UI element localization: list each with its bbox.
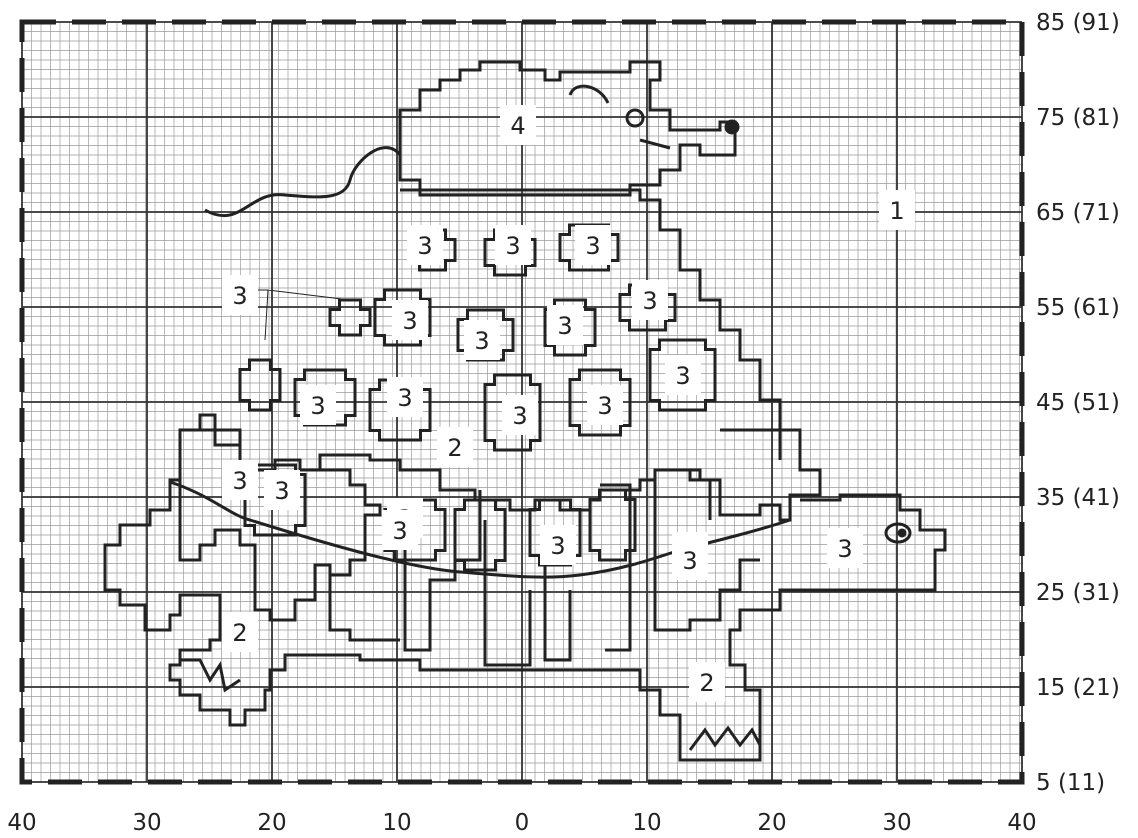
region-label: 2 <box>437 427 473 467</box>
region-label: 3 <box>587 385 623 425</box>
x-tick-label: 30 <box>132 810 161 836</box>
y-tick-label: 5 (11) <box>1036 770 1105 796</box>
y-tick-label: 65 (71) <box>1036 200 1120 226</box>
region-label-text: 3 <box>505 232 520 260</box>
region-label: 3 <box>672 540 708 580</box>
region-label-text: 3 <box>402 307 417 335</box>
head-mouth <box>640 140 670 148</box>
region-label-text: 3 <box>474 327 489 355</box>
region-label: 3 <box>547 305 583 345</box>
turtle-pupil <box>899 530 905 536</box>
region-label: 3 <box>382 510 418 550</box>
region-label-text: 3 <box>417 232 432 260</box>
y-tick-label: 85 (91) <box>1036 10 1120 36</box>
region-label-text: 3 <box>585 232 600 260</box>
head-nose <box>726 121 738 133</box>
region-label: 2 <box>689 662 725 702</box>
region-label: 2 <box>222 612 258 652</box>
region-label: 3 <box>575 225 611 265</box>
region-label-text: 3 <box>682 547 697 575</box>
region-label: 3 <box>387 377 423 417</box>
x-tick-label: 0 <box>515 810 530 836</box>
region-label-text: 1 <box>889 197 904 225</box>
region-label-text: 2 <box>699 669 714 697</box>
y-tick-label: 75 (81) <box>1036 105 1120 131</box>
region-label: 3 <box>464 320 500 360</box>
region-label-text: 3 <box>232 282 247 310</box>
y-axis-labels: 85 (91) 75 (81) 65 (71) 55 (61) 45 (51) 35 (4… <box>1036 10 1120 796</box>
x-axis-labels: 40 30 20 10 0 10 20 30 40 <box>7 810 1036 836</box>
x-tick-label: 40 <box>1007 810 1036 836</box>
x-tick-label: 10 <box>632 810 661 836</box>
region-label: 3 <box>495 225 531 265</box>
region-label-text: 3 <box>310 392 325 420</box>
region-label: 3 <box>665 355 701 395</box>
y-tick-label: 35 (41) <box>1036 485 1120 511</box>
x-tick-label: 20 <box>257 810 286 836</box>
region-label: 3 <box>300 385 336 425</box>
y-tick-label: 15 (21) <box>1036 675 1120 701</box>
y-tick-label: 25 (31) <box>1036 580 1120 606</box>
region-label-text: 3 <box>642 287 657 315</box>
region-label-text: 3 <box>550 532 565 560</box>
region-label-text: 3 <box>274 477 289 505</box>
region-label: 3 <box>502 395 538 435</box>
region-label-text: 2 <box>232 619 247 647</box>
head-eye <box>627 110 643 126</box>
x-tick-label: 10 <box>382 810 411 836</box>
y-tick-label: 55 (61) <box>1036 295 1120 321</box>
head-outline <box>400 62 735 195</box>
y-tick-label: 45 (51) <box>1036 390 1120 416</box>
region-label: 3 <box>407 225 443 265</box>
region-label: 4 <box>500 105 536 145</box>
region-label-text: 3 <box>397 384 412 412</box>
region-label-text: 3 <box>512 402 527 430</box>
region-label: 3 <box>632 280 668 320</box>
region-label-text: 3 <box>557 312 572 340</box>
region-label-text: 4 <box>510 112 525 140</box>
region-label: 3 <box>222 275 258 315</box>
region-label-text: 3 <box>597 392 612 420</box>
region-label: 3 <box>222 460 258 500</box>
region-label-text: 3 <box>675 362 690 390</box>
region-label-text: 3 <box>392 517 407 545</box>
region-label-text: 2 <box>447 434 462 462</box>
x-tick-label: 20 <box>757 810 786 836</box>
region-label: 3 <box>392 300 428 340</box>
x-tick-label: 40 <box>7 810 36 836</box>
string-tail <box>205 148 400 216</box>
x-tick-label: 30 <box>882 810 911 836</box>
region-label: 3 <box>540 525 576 565</box>
region-label: 3 <box>264 470 300 510</box>
region-label-text: 3 <box>232 467 247 495</box>
shell-patch <box>590 490 635 560</box>
region-label: 3 <box>827 528 863 568</box>
region-label: 1 <box>879 190 915 230</box>
region-label-text: 3 <box>837 535 852 563</box>
